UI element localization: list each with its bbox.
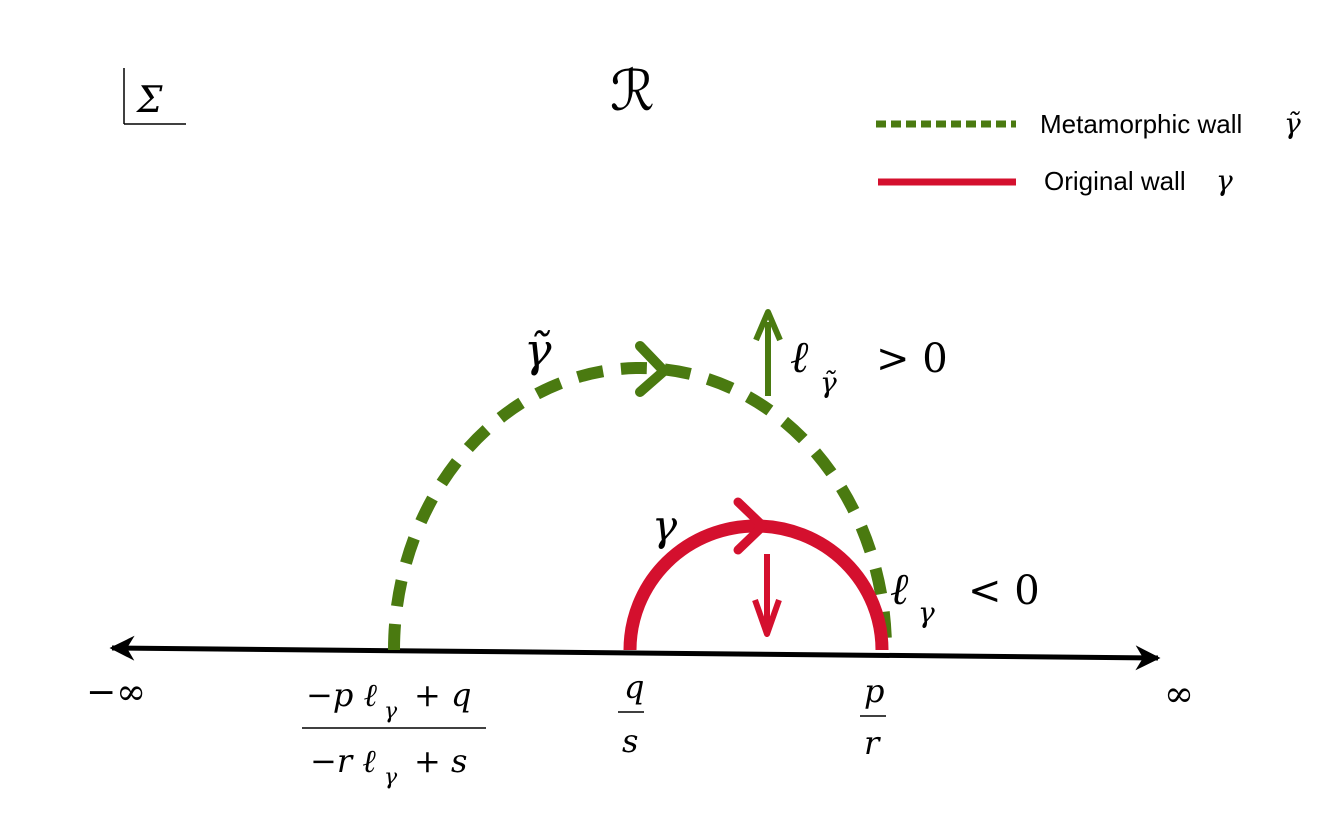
metamorphic-direction-arrow	[635, 341, 669, 397]
original-direction-arrow	[733, 497, 768, 555]
left-point-num-sub: γ	[384, 699, 398, 724]
mid-point-fraction: q s	[618, 668, 644, 760]
ell-tilde-subscript: γ̃	[820, 366, 837, 399]
left-point-den-a: −r ℓ	[310, 742, 376, 780]
ell-subscript: γ	[918, 596, 935, 629]
ell-tilde-relation: > 0	[876, 336, 948, 382]
metamorphic-wall-arc	[388, 362, 892, 651]
left-point-den-b: + s	[414, 742, 467, 780]
left-point-num-a: −p ℓ	[306, 676, 377, 714]
ell-relation: < 0	[968, 568, 1040, 614]
right-point-fraction: p r	[860, 672, 886, 762]
gamma-label: γ	[652, 501, 678, 550]
mid-point-num: q	[624, 668, 644, 706]
ell-symbol: ℓ	[890, 564, 909, 615]
gamma-tilde-label: γ̃	[524, 323, 552, 377]
metamorphic-normal-head	[753, 309, 783, 342]
ell-tilde-symbol: ℓ	[790, 332, 809, 383]
title-symbol: ℛ	[610, 59, 655, 124]
ell-condition: ℓ γ < 0	[890, 564, 1040, 629]
legend: Metamorphic wall γ̃ Original wall γ	[876, 107, 1301, 197]
right-point-num: p	[864, 672, 884, 710]
legend-red-label: Original wall	[1044, 166, 1186, 196]
real-axis	[109, 635, 1161, 671]
axis-right-infinity: ∞	[1164, 674, 1194, 715]
legend-red-symbol: γ	[1216, 164, 1233, 197]
right-point-den: r	[864, 724, 881, 762]
legend-green-label: Metamorphic wall	[1040, 109, 1242, 139]
left-point-den-sub: γ	[384, 765, 398, 790]
ell-tilde-condition: ℓ γ̃ > 0	[790, 332, 948, 399]
legend-green-symbol: γ̃	[1284, 107, 1301, 140]
original-wall-arc	[623, 519, 889, 651]
left-point-fraction: −p ℓ γ + q −r ℓ γ + s	[302, 676, 486, 790]
original-normal-head	[752, 599, 782, 637]
mid-point-den: s	[622, 722, 638, 760]
axis-left-infinity: −∞	[86, 672, 146, 713]
sigma-corner: Σ	[123, 68, 186, 125]
sigma-label: Σ	[135, 80, 163, 121]
left-point-num-b: + q	[414, 676, 471, 714]
